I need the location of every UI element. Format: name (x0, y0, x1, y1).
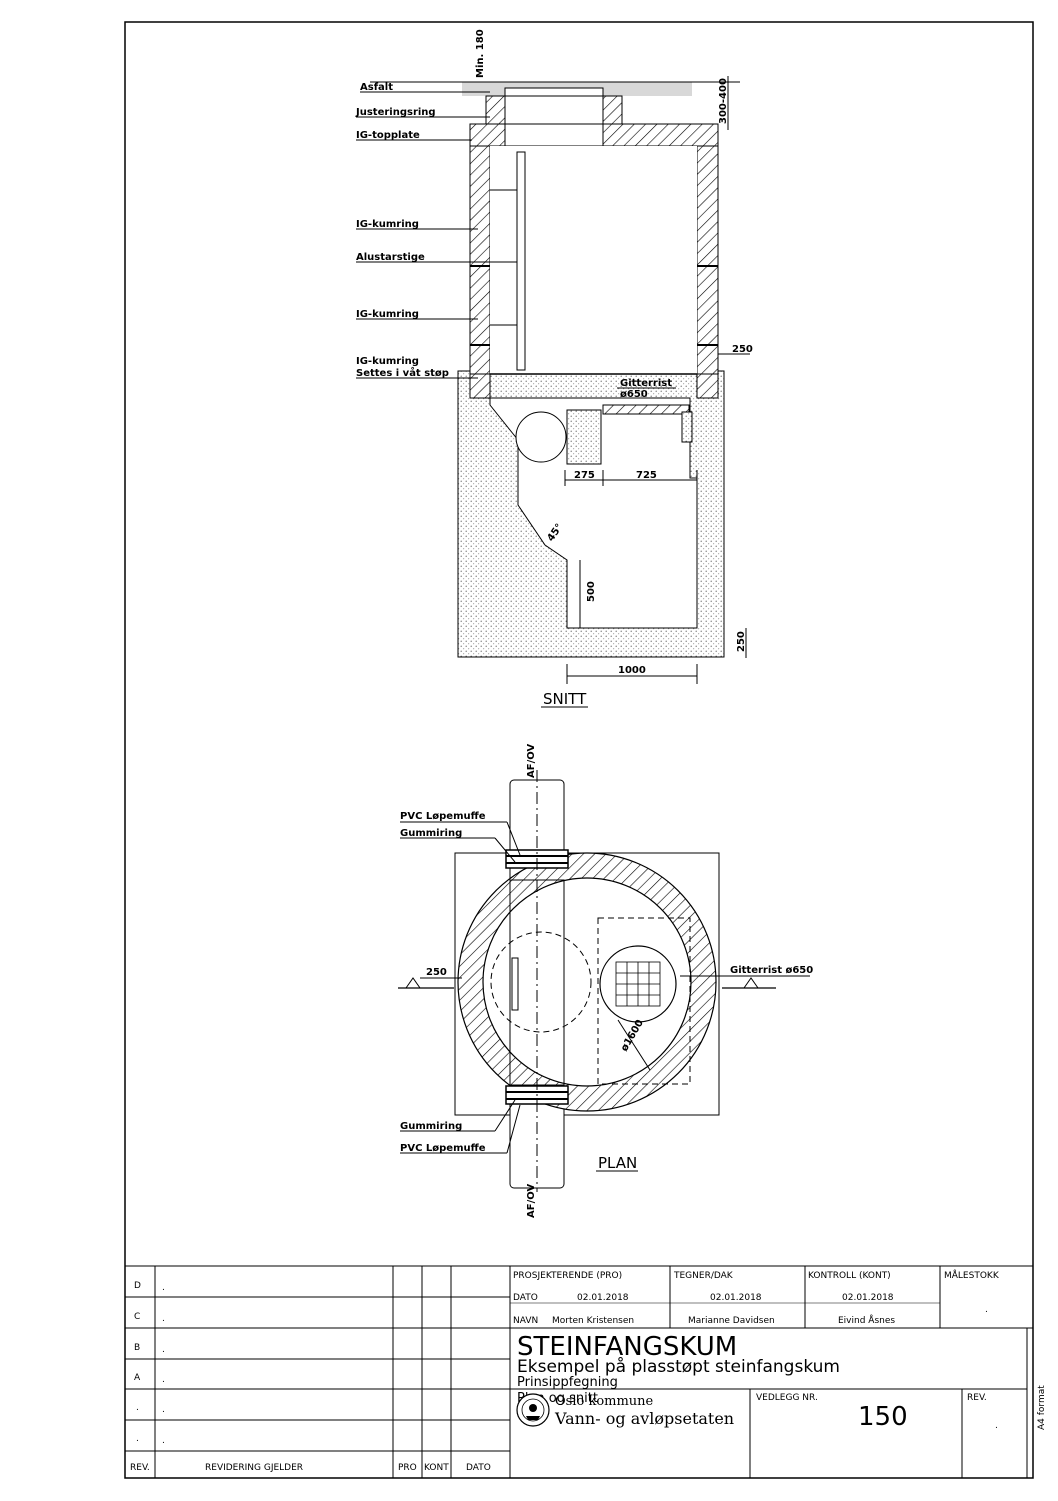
rev-header: REV. (130, 1463, 150, 1473)
title-block (125, 1265, 1033, 1478)
drawing-line3: Prinsippfegning (517, 1375, 618, 1390)
dim-250-bottom: 250 (736, 631, 747, 652)
label-kumring-3: IG-kumring (356, 356, 419, 367)
wall-right (696, 145, 719, 375)
plan-label-gitterrist: Gitterrist ø650 (730, 965, 813, 976)
plan-label-af-top: AF/OV (526, 744, 537, 778)
malestokk-label: MÅLESTOKK (944, 1269, 1000, 1281)
teg-navn: Marianne Davidsen (688, 1316, 775, 1326)
label-justeringsring: Justeringsring (355, 107, 436, 118)
outlet-pipe (515, 411, 567, 463)
rev-a: A (134, 1373, 141, 1383)
rev-b: B (134, 1343, 140, 1353)
label-gitterrist: Gitterrist (620, 378, 672, 389)
kont-navn: Eivind Åsnes (838, 1314, 895, 1326)
section-title: SNITT (543, 690, 587, 708)
label-kumring-1: IG-kumring (356, 219, 419, 230)
plan-dim-250: 250 (426, 967, 447, 978)
dim-275: 275 (574, 470, 595, 481)
rev-e-text: . (162, 1405, 165, 1415)
pro-dato: 02.01.2018 (577, 1293, 629, 1303)
drawing-subtitle: Eksempel på plasstøpt steinfangskum (517, 1356, 840, 1377)
dim-300-400: 300-400 (718, 78, 729, 124)
revision-table: D C B A . . . . . . . . REV. REVIDERING … (130, 1281, 491, 1473)
plan-title: PLAN (598, 1154, 637, 1172)
drawing-title-block: STEINFANGSKUM Eksempel på plasstøpt stei… (516, 1332, 1047, 1432)
label-kumring-2: IG-kumring (356, 309, 419, 320)
rev-f-text: . (162, 1436, 165, 1446)
rev-c: C (134, 1312, 140, 1322)
plan-label-gum-top: Gummiring (400, 828, 462, 839)
rev-label: REV. (967, 1393, 987, 1403)
label-gitter-dia: ø650 (620, 389, 648, 400)
tegner-label: TEGNER/DAK (673, 1271, 734, 1281)
org-name-2: Vann- og avløpsetaten (554, 1409, 734, 1428)
rev-d: D (134, 1281, 141, 1291)
plan-view: AF/OV AF/OV PVC Løpemuffe Gummiring Gumm… (398, 744, 813, 1218)
dim-250-top: 250 (732, 344, 753, 355)
org-name-1: Oslo kommune (555, 1394, 654, 1409)
ladder (516, 151, 526, 371)
dim-725: 725 (636, 470, 657, 481)
rev-b-text: . (162, 1345, 165, 1355)
rev-c-text: . (162, 1314, 165, 1324)
pro-navn: Morten Kristensen (552, 1316, 634, 1326)
kontroll-label: KONTROLL (KONT) (808, 1271, 891, 1281)
dim-500: 500 (586, 581, 597, 602)
navn-label: NAVN (513, 1316, 538, 1326)
sheet-border (124, 21, 1034, 1479)
teg-dato: 02.01.2018 (710, 1293, 762, 1303)
prosjekterende-label: PROSJEKTERENDE (PRO) (513, 1271, 622, 1281)
label-topplate: IG-topplate (356, 130, 420, 141)
plan-label-af-bottom: AF/OV (526, 1184, 537, 1218)
grating (602, 404, 690, 415)
kont-header: KONT (424, 1463, 449, 1473)
kont-dato: 02.01.2018 (842, 1293, 894, 1303)
format-label: A4 format (1037, 1385, 1047, 1430)
malestokk-value: . (985, 1305, 988, 1315)
rev-d-text: . (162, 1283, 165, 1293)
dim-1000: 1000 (618, 665, 646, 676)
rev-a-text: . (162, 1375, 165, 1385)
drawing-title: STEINFANGSKUM (517, 1332, 737, 1362)
rev-f: . (136, 1434, 139, 1444)
label-stige: Alustarstige (356, 252, 425, 263)
oslo-seal-icon (516, 1393, 550, 1427)
section-view: Min. 180 Asfalt Justeringsring IG-toppla… (355, 29, 753, 708)
label-min180: Min. 180 (475, 29, 486, 78)
dato-header: DATO (466, 1463, 491, 1473)
dato-label: DATO (513, 1293, 538, 1303)
label-vaat-stop: Settes i våt støp (356, 366, 449, 379)
vedlegg-label: VEDLEGG NR. (756, 1393, 818, 1403)
plan-label-pvc-top: PVC Løpemuffe (400, 811, 486, 822)
plan-label-gum-bottom: Gummiring (400, 1121, 462, 1132)
plan-label-pvc-bottom: PVC Løpemuffe (400, 1143, 486, 1154)
rev-value: . (995, 1421, 998, 1431)
approval-block: PROSJEKTERENDE (PRO) TEGNER/DAK KONTROLL… (513, 1269, 1000, 1326)
rev-e: . (136, 1403, 139, 1413)
rev-gjelder-header: REVIDERING GJELDER (205, 1463, 303, 1473)
label-asfalt: Asfalt (360, 82, 393, 93)
pro-header: PRO (398, 1463, 417, 1473)
wall-left (469, 145, 491, 375)
vedlegg-number: 150 (858, 1402, 908, 1432)
